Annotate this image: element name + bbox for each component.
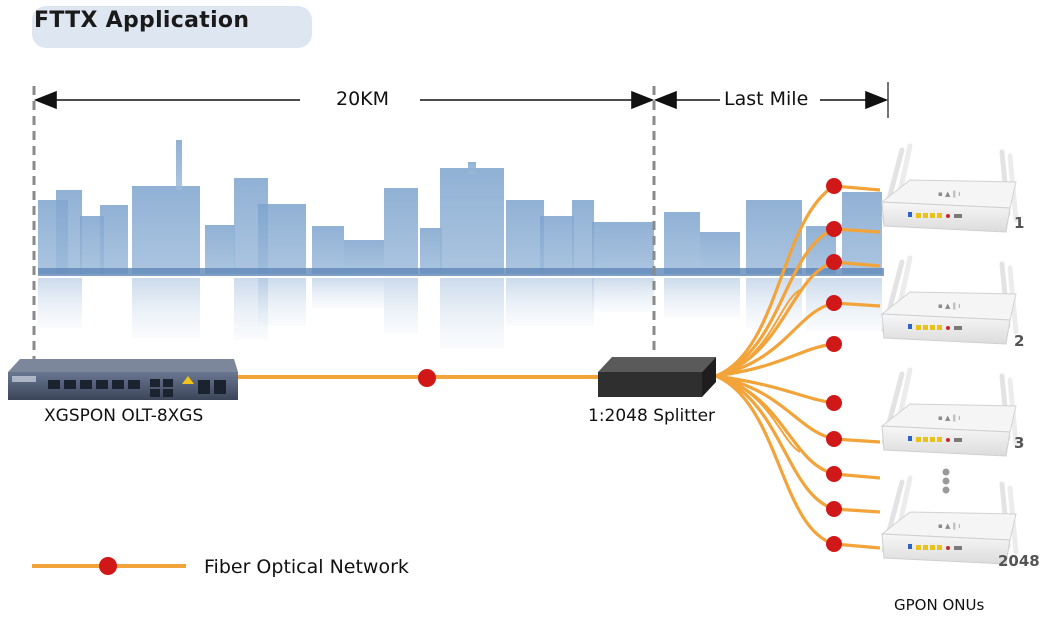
title-pill [32, 6, 312, 48]
svg-text:▪ ▲ ∥ ı: ▪ ▲ ∥ ı [938, 190, 960, 198]
dimension-last-mile [653, 90, 889, 110]
onu-number-2: 2 [1014, 332, 1025, 350]
last-mile-label: Last Mile [724, 88, 809, 110]
fiber-nodes-fanout [826, 178, 842, 552]
onu-router-3 [882, 370, 1016, 456]
splitter-label: 1:2048 Splitter [588, 406, 716, 426]
olt-label: XGSPON OLT-8XGS [44, 406, 204, 426]
dimension-20km [33, 90, 655, 110]
ellipsis-dots [942, 468, 950, 494]
onu-number-3: 3 [1014, 434, 1025, 452]
fiber-node-main [418, 369, 436, 387]
onu-router-2 [882, 258, 1016, 344]
legend-fiber-symbol [32, 557, 186, 575]
onu-number-1: 1 [1014, 214, 1025, 232]
onu-router-1: ▪ ▲ ∥ ı [880, 143, 1019, 233]
page-title: FTTX Application [34, 8, 250, 33]
splitter-device [598, 357, 716, 397]
olt-device [8, 359, 238, 400]
city-skyline [38, 140, 884, 348]
distance-20km-label: 20KM [336, 88, 390, 110]
onu-number-2048: 2048 [998, 552, 1040, 570]
fiber-fanout [715, 184, 881, 550]
legend-label: Fiber Optical Network [204, 556, 409, 578]
onus-label: GPON ONUs [894, 596, 985, 614]
